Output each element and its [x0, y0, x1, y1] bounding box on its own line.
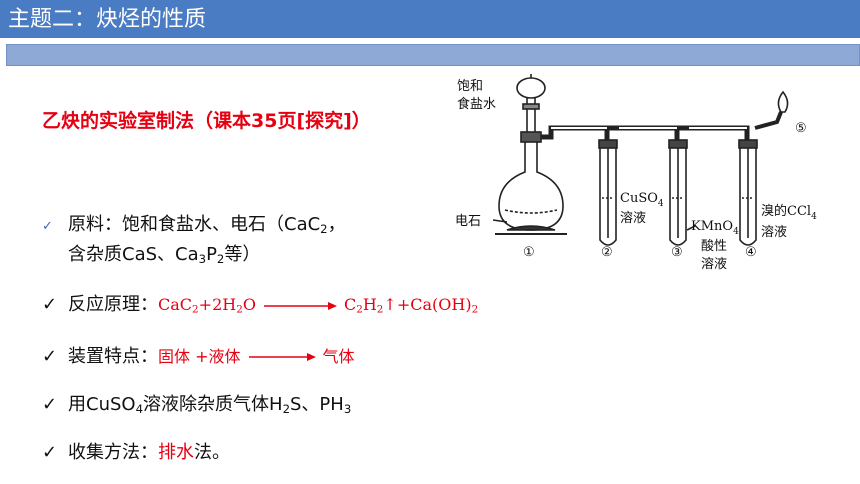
label-4: ④ [745, 245, 757, 260]
check-icon: ✓ [42, 346, 58, 367]
label-2: ② [601, 245, 613, 260]
flask [498, 140, 564, 231]
check-icon: ✓ [42, 394, 58, 415]
section-heading: 乙炔的实验室制法（课本35页[探究]） [42, 110, 371, 132]
check-icon: ✓ [42, 442, 58, 463]
bullet-raw-materials-line2: 含杂质CaS、Ca3P2等） [68, 244, 261, 266]
bullet-collect: ✓收集方法：排水法。 [42, 442, 230, 463]
label-brine: 饱和 [457, 79, 483, 94]
page-title: 主题二：炔烃的性质 [0, 0, 860, 40]
apparatus-diagram: 饱和 食盐水 电石 ⑤ ① ② ③ ④ CuSO4 溶液 KMnO4 酸性 溶液… [455, 74, 817, 272]
test-tube-2 [598, 139, 618, 246]
label-cuso4: CuSO4 [620, 191, 664, 209]
test-tube-4 [738, 139, 758, 246]
label-brine-2: 食盐水 [457, 96, 496, 112]
check-icon: ✓ [42, 219, 53, 234]
bullet-device: ✓装置特点：固体 +液体气体 [42, 346, 355, 367]
bullet-raw-materials: ✓原料：饱和食盐水、电石（CaC2， [42, 214, 346, 236]
label-cuso4-2: 溶液 [620, 211, 646, 226]
sub-bar [6, 44, 860, 66]
label-kmno4-2: 酸性 [701, 239, 727, 254]
label-1: ① [523, 245, 535, 260]
label-5: ⑤ [795, 121, 807, 136]
arrow-icon [263, 301, 337, 310]
label-3: ③ [671, 245, 683, 260]
label-br-ccl4-2: 溶液 [761, 225, 787, 240]
flame-icon [777, 90, 789, 113]
arrow-icon [248, 353, 316, 361]
test-tube-3 [668, 139, 688, 246]
label-carbide: 电石 [455, 214, 481, 229]
label-kmno4: KMnO4 [691, 219, 739, 237]
check-icon: ✓ [42, 294, 58, 315]
label-kmno4-3: 溶液 [701, 257, 727, 272]
bullet-purify: ✓用CuSO4溶液除杂质气体H2S、PH3 [42, 394, 352, 416]
separatory-funnel [516, 77, 546, 99]
label-br-ccl4: 溴的CCl4 [761, 203, 817, 222]
